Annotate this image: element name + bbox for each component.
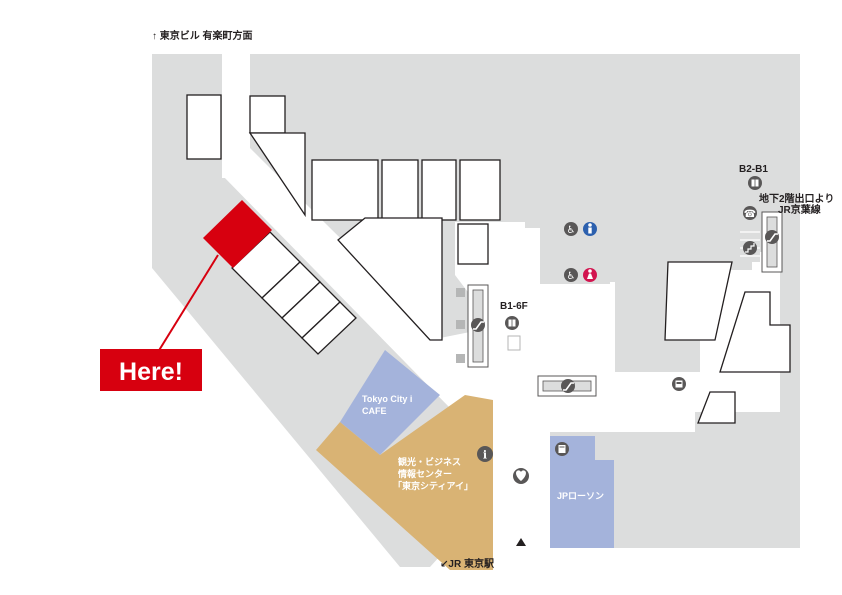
stairs-icon [743,241,757,255]
tourist-label-1: 観光・ビジネス [398,456,461,467]
shop-row-3 [421,159,457,221]
elevator-icon-center [505,316,519,330]
wheelchair-icon-top: ♿ [564,222,578,236]
elevator-icon-ne [748,176,762,190]
escalator-icon-ne [765,230,779,244]
shop-row-2 [381,159,419,221]
jp-lawson-area [550,436,614,548]
south-direction-label: ↙JR 東京駅 [440,557,495,570]
male-toilet-icon [583,222,597,236]
tourist-info-area [316,395,493,570]
shop-row-4 [459,159,501,221]
aed-icon [513,468,529,484]
here-label: Here! [119,358,183,386]
wheelchair-icon-bottom: ♿ [564,268,578,282]
shop-east-2 [719,291,791,373]
phone-icon: ☎ [743,206,757,220]
jr-keiyo-label-2: JR京葉線 [778,203,821,216]
cafe-label-1: Tokyo City i [362,394,412,404]
floor-b16f-label: B1-6F [500,301,528,312]
b16f-elevator-block [507,335,521,351]
shop-row-1 [311,159,379,221]
escalator-icon-center [471,318,485,332]
shop-nw-1 [186,94,222,160]
shop-triangle-center [337,217,443,341]
info-icon: i [477,446,493,462]
tourist-label-3: 「東京シティアイ」 [393,480,473,491]
cafe-area [340,350,440,455]
jr-keiyo-label-1: 地下2階出口より [759,192,834,205]
jp-lawson-label: JPローソン [557,491,604,501]
atm-icon [672,377,686,391]
shop-nw-2 [249,95,286,134]
shop-diagonal-top [248,132,306,218]
svg-text:☎: ☎ [744,209,756,220]
entrance-arrow-icon [516,538,526,546]
walkway-east [498,228,615,402]
shops [186,94,791,424]
shop-east-3 [697,391,736,424]
mailbox-icon [555,442,569,456]
here-badge [100,349,202,391]
female-toilet-icon [583,268,597,282]
svg-text:♿: ♿ [567,225,576,236]
svg-text:♿: ♿ [567,271,576,282]
svg-text:i: i [483,449,487,462]
cafe-label-2: CAFE [362,406,387,416]
shop-left-4 [301,301,357,355]
shop-small-center [457,223,489,265]
floor-b2b1-label: B2-B1 [739,164,768,175]
tourist-label-2: 情報センター [397,468,452,479]
here-pointer-line [157,254,219,353]
here-location-shop [203,200,272,268]
shop-east-1 [664,261,733,341]
north-direction-label: ↑ 東京ビル 有楽町方面 [152,29,253,42]
escalator-icon-east [561,379,575,393]
